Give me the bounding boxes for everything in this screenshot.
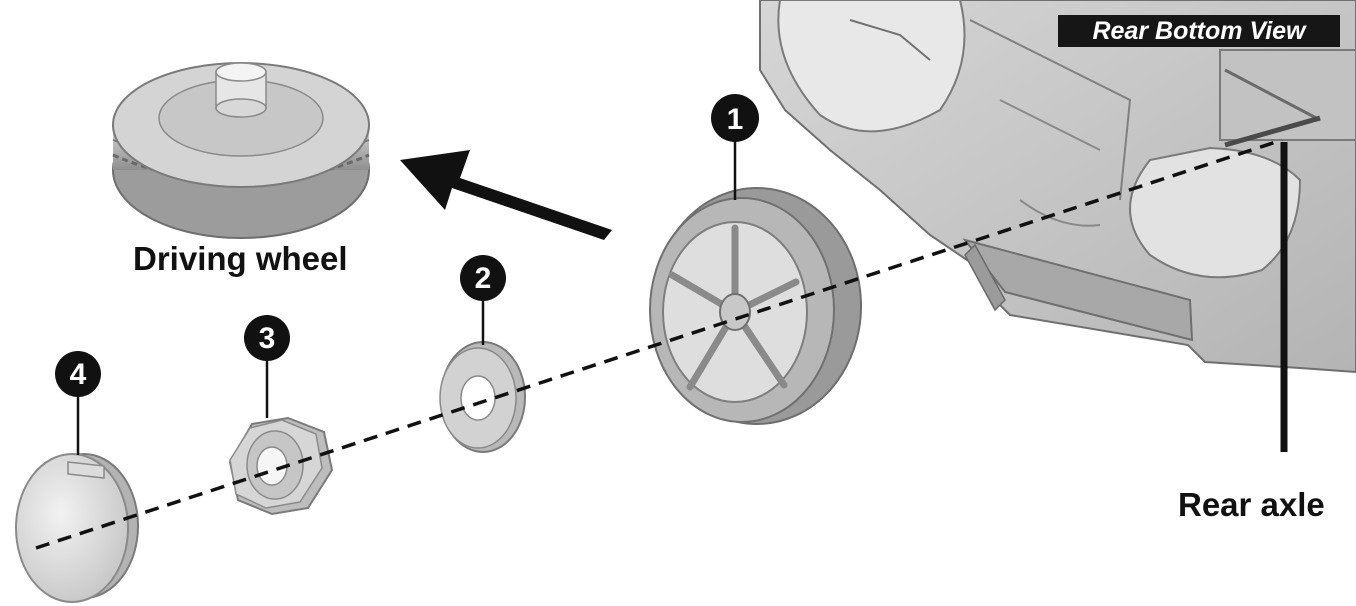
callout-1: 1 <box>711 94 759 142</box>
callout-leaders <box>76 140 737 455</box>
callout-3: 3 <box>244 315 290 361</box>
callout-4: 4 <box>55 351 101 397</box>
callout-1-number: 1 <box>727 103 744 136</box>
callout-4-number: 4 <box>70 358 87 391</box>
rear-axle-label: Rear axle <box>1178 486 1325 523</box>
hub-cap-part <box>15 453 139 603</box>
callout-2: 2 <box>460 255 506 301</box>
washer-part <box>439 341 526 453</box>
callout-3-number: 3 <box>259 322 276 355</box>
car-body <box>759 0 1356 374</box>
main-wheel-part <box>649 187 862 425</box>
driving-wheel-label: Driving wheel <box>133 240 348 277</box>
rear-axle-shaft <box>1224 115 1321 148</box>
driving-wheel-part <box>112 62 370 239</box>
view-label-banner: Rear Bottom View <box>1058 15 1340 47</box>
direction-arrow-icon <box>400 150 612 240</box>
callout-2-number: 2 <box>475 262 492 295</box>
axle-center-line <box>35 138 1283 550</box>
